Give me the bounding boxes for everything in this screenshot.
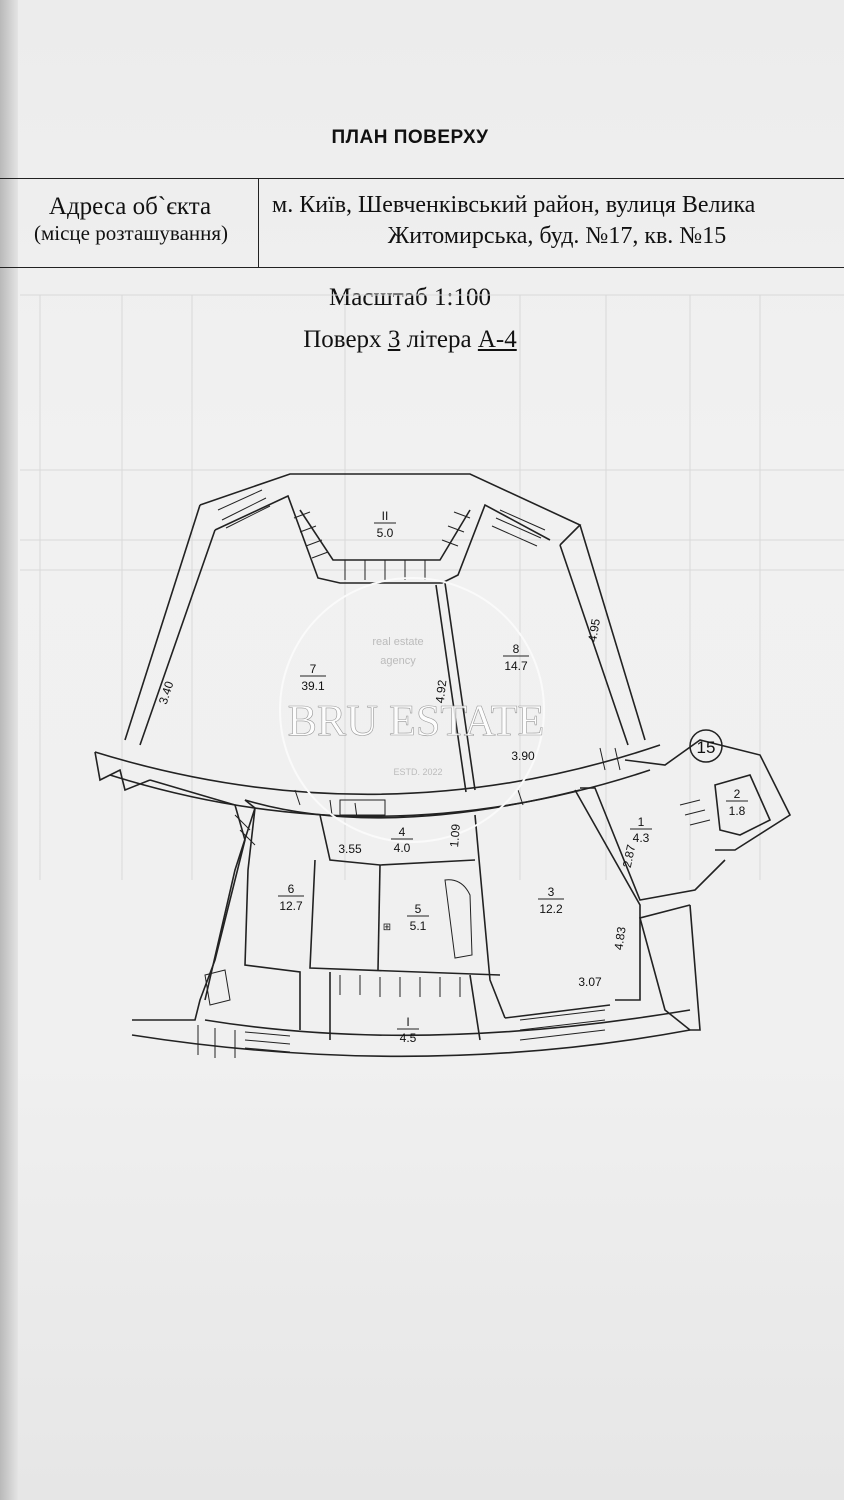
address-sublabel: (місце розташування) [33,221,229,245]
dimension-2-87: 2.87 [620,843,639,869]
apartment-number-marker: 15 [689,729,723,763]
brand-watermark: real estate agency BRU ESTATE ESTD. 2022 [279,577,545,843]
watermark-tagline-1: real estate [372,636,423,648]
room-II-number: II [382,509,389,523]
room-1-number: 1 [638,815,645,829]
apartment-number: 15 [697,738,716,757]
window-hatching [197,489,711,1058]
address-line-2: Житомирська, буд. №17, кв. №15 [387,223,727,249]
dimension-3-40: 3.40 [156,679,177,706]
watermark-brand: BRU ESTATE [288,696,545,745]
address-label: Адреса об`єкта [48,193,212,220]
room-labels: II 5.0 7 39.1 8 14.7 1 4.3 2 1.8 4 4.0 6… [278,509,748,1045]
room-4-area: 4.0 [394,841,411,855]
litera-prefix: літера [406,326,472,353]
room-II-area: 5.0 [377,526,394,540]
dimension-3-07: 3.07 [578,975,602,989]
dimension-3-55: 3.55 [338,842,362,856]
room-I-area: 4.5 [400,1031,417,1045]
address-table: Адреса об`єкта (місце розташування) м. К… [0,178,844,268]
dimension-1-09: 1.09 [447,823,463,848]
floor-number: 3 [387,326,401,353]
litera-value: А-4 [477,326,517,353]
dimension-4-92: 4.92 [433,679,450,704]
dimension-3-90: 3.90 [511,749,535,763]
watermark-established: ESTD. 2022 [393,767,442,777]
room-8-number: 8 [513,642,520,656]
room-3-number: 3 [548,885,555,899]
dimension-4-83: 4.83 [611,926,628,951]
room-8-area: 14.7 [504,659,528,673]
room-7-area: 39.1 [301,679,325,693]
plan-walls [94,473,792,1058]
watermark-circle [279,577,545,843]
room-7-number: 7 [310,662,317,676]
dimension-labels: 3.40 4.92 4.95 3.90 3.55 1.09 2.87 4.83 … [156,617,639,989]
room-I-number: I [406,1015,409,1029]
floor-prefix: Поверх [303,326,382,353]
room-4-number: 4 [399,825,406,839]
room-6-area: 12.7 [279,899,303,913]
room-2-area: 1.8 [729,804,746,818]
address-table-divider [258,179,259,267]
document-title: ПЛАН ПОВЕРХУ [331,127,489,148]
dimension-4-95: 4.95 [585,617,603,643]
room-1-area: 4.3 [633,831,650,845]
address-line-1: м. Київ, Шевченківський район, вулиця Ве… [272,192,756,218]
room-2-number: 2 [734,787,741,801]
room-3-area: 12.2 [539,902,563,916]
room-5-number: 5 [415,902,422,916]
scale-text: Масштаб 1:100 [329,284,491,311]
room-5-area: 5.1 [410,919,427,933]
heater-icon: ⊞ [383,922,391,933]
watermark-tagline-2: agency [380,655,416,667]
background-table-lines [20,294,844,880]
room-6-number: 6 [288,882,295,896]
floor-line: Поверх 3 літера А-4 [0,326,820,354]
page-fold-shadow [0,0,18,1500]
